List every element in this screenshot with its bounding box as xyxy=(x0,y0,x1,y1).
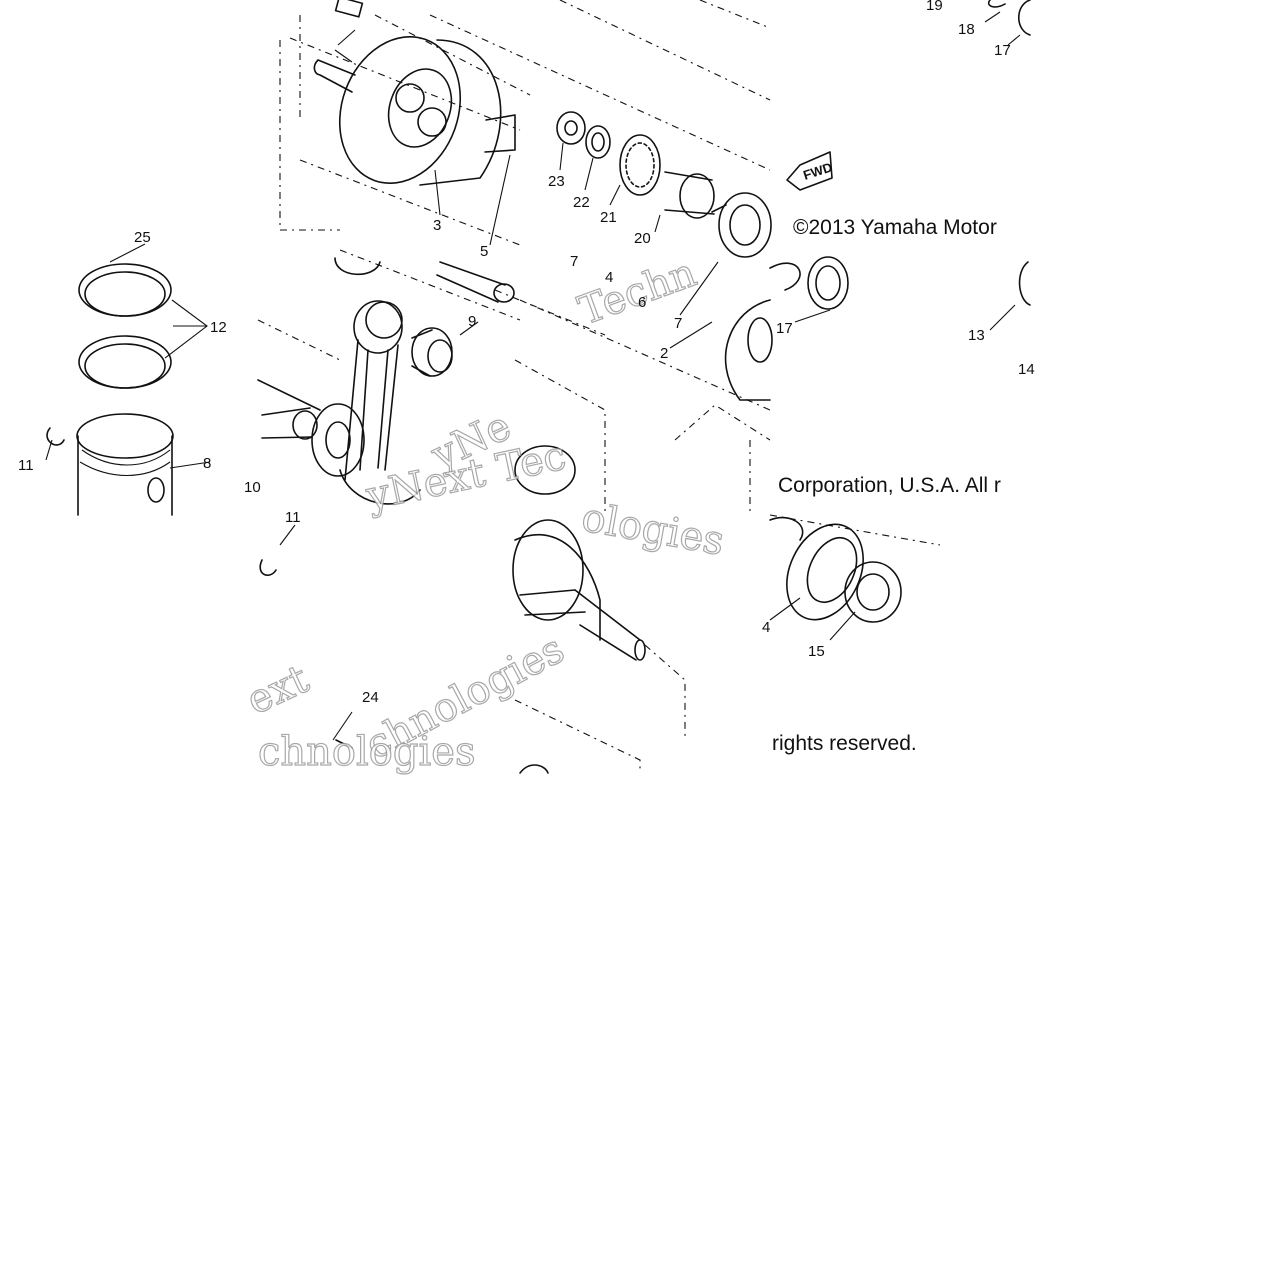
callout-13: 13 xyxy=(968,327,985,344)
watermark-1: Techn xyxy=(573,250,703,335)
callout-7b: 7 xyxy=(674,315,682,332)
crank-wheel-right xyxy=(724,256,849,401)
callout-16: 17 xyxy=(776,320,793,337)
callout-11a: 11 xyxy=(18,457,34,474)
callout-8: 8 xyxy=(203,455,211,472)
callout-15: 15 xyxy=(808,643,825,660)
watermark-4: ologies xyxy=(578,495,727,565)
watermark-5: ext xyxy=(240,656,316,724)
callout-5: 5 xyxy=(480,243,488,260)
crank-pin xyxy=(334,257,515,303)
callout-20: 20 xyxy=(634,230,651,247)
piston-rings xyxy=(78,263,208,389)
callout-25: 25 xyxy=(134,229,151,246)
crank-wheel-upper xyxy=(313,0,516,186)
right-parts xyxy=(987,0,1031,306)
callout-21: 21 xyxy=(600,209,617,226)
callout-12: 12 xyxy=(210,319,227,336)
copyright-line-1: ©2013 Yamaha Motor xyxy=(793,216,997,239)
bearings-14-15 xyxy=(769,516,902,623)
crank-wheel-lower xyxy=(512,445,686,774)
callout-3: 3 xyxy=(433,217,441,234)
primary-gear-group xyxy=(556,111,772,258)
copyright-line-2: Corporation, U.S.A. All r xyxy=(778,474,1001,497)
callout-14: 14 xyxy=(1018,361,1035,378)
callout-24: 24 xyxy=(362,689,379,706)
callout-4: 4 xyxy=(605,269,613,286)
callout-7a: 7 xyxy=(570,253,578,270)
callout-2: 2 xyxy=(660,345,668,362)
callout-6: 6 xyxy=(638,294,646,311)
fwd-arrow: FWD xyxy=(786,151,834,191)
callout-17: 17 xyxy=(994,42,1011,59)
callout-4b: 4 xyxy=(762,619,770,636)
callout-11b: 11 xyxy=(285,509,301,526)
piston xyxy=(46,413,174,516)
connecting-rod xyxy=(257,300,453,505)
key-pin xyxy=(335,739,353,749)
callout-10: 10 xyxy=(244,479,261,496)
callout-18: 18 xyxy=(958,21,975,38)
snap-ring xyxy=(259,559,277,576)
callout-23: 23 xyxy=(548,173,565,190)
copyright-line-3: rights reserved. xyxy=(772,732,917,755)
callout-9: 9 xyxy=(468,313,476,330)
watermark-7: chnologies xyxy=(258,729,475,775)
callout-19: 19 xyxy=(926,0,943,14)
callout-22: 22 xyxy=(573,194,590,211)
